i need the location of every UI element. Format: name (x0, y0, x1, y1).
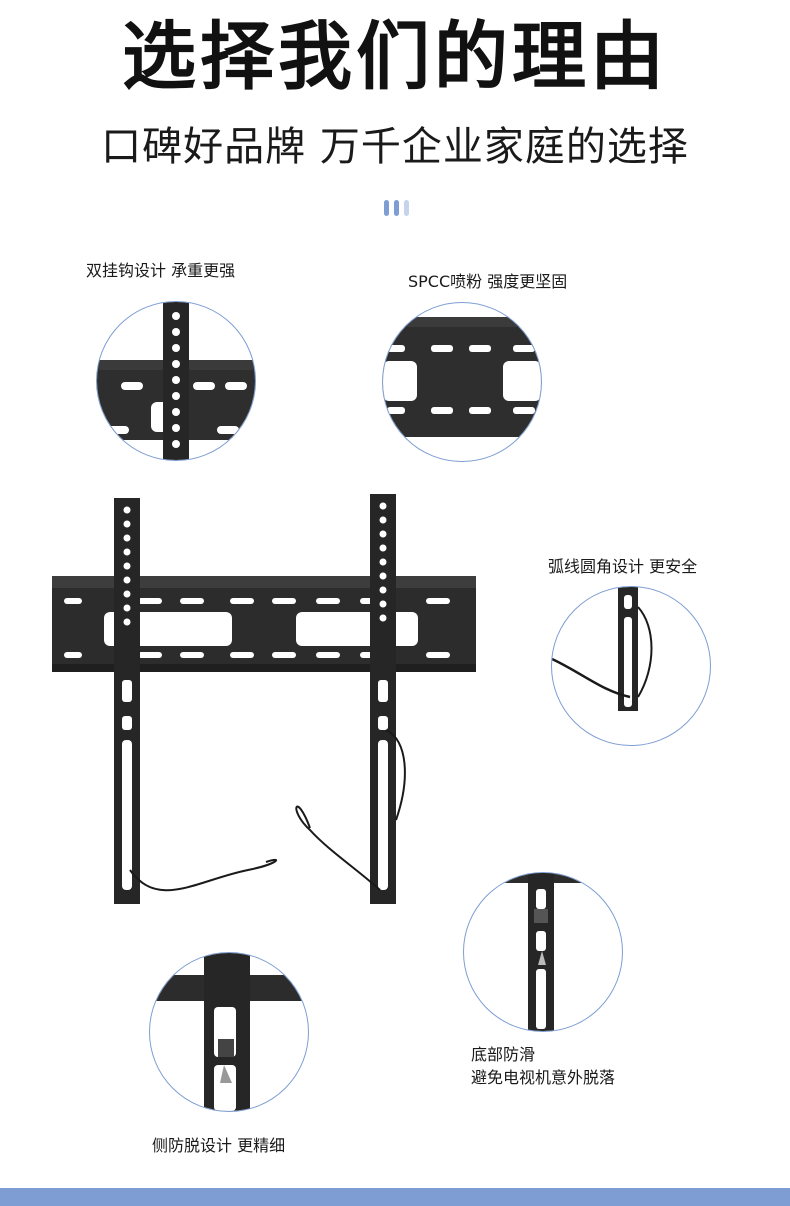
divider-dot (384, 200, 389, 216)
anti-slip-closeup-image (464, 873, 622, 1031)
feature-circle-anti-slip (463, 872, 623, 1032)
side-lock-closeup-image (150, 953, 308, 1111)
feature-label-spcc: SPCC喷粉 强度更坚固 (408, 272, 568, 291)
spcc-closeup-image (383, 317, 541, 437)
double-hook-closeup-image (97, 302, 255, 460)
bottom-accent-bar (0, 1188, 790, 1206)
feature-circle-side-lock (149, 952, 309, 1112)
page-subtitle: 口碑好品牌 万千企业家庭的选择 (101, 124, 689, 170)
tv-wall-mount-product-image (52, 494, 476, 904)
feature-circle-double-hook (96, 301, 256, 461)
divider-dot (404, 200, 409, 216)
feature-label-side-lock: 侧防脱设计 更精细 (152, 1136, 286, 1155)
feature-label-anti-slip-desc: 避免电视机意外脱落 (471, 1068, 616, 1087)
feature-circle-spcc (382, 302, 542, 462)
divider-dot (394, 200, 399, 216)
page-title: 选择我们的理由 (122, 14, 668, 100)
feature-label-anti-slip-title: 底部防滑 (471, 1045, 536, 1064)
section-divider-dots (384, 200, 409, 216)
feature-label-double-hook: 双挂钩设计 承重更强 (86, 261, 236, 280)
rounded-edge-closeup-image (552, 587, 653, 711)
feature-label-rounded: 弧线圆角设计 更安全 (548, 557, 698, 576)
feature-circle-rounded (551, 586, 711, 746)
